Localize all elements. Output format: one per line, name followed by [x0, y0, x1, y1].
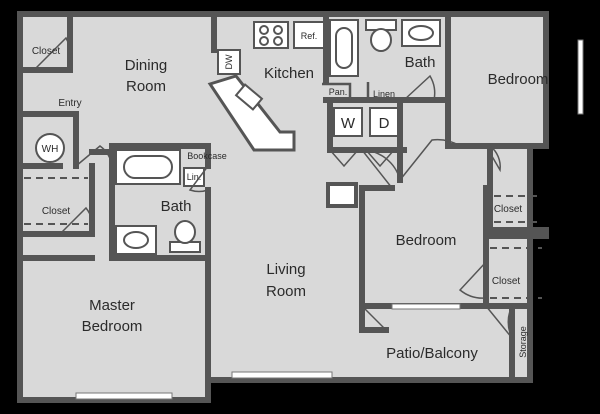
- door-swing: [485, 145, 501, 173]
- dryer-label: D: [379, 115, 390, 132]
- living-room-label: Living: [266, 261, 305, 278]
- door-swing: [485, 305, 513, 339]
- pantry-label: Pan.: [329, 87, 348, 97]
- burner: [259, 36, 269, 46]
- closet-left-label: Closet: [42, 206, 71, 217]
- door-swing: [365, 149, 395, 168]
- dining-room-label-2: Room: [126, 78, 166, 95]
- closet-right-mid-label: Closet: [492, 276, 521, 287]
- burner: [273, 36, 283, 46]
- lin-label: Lin.: [187, 172, 202, 182]
- door-swing: [458, 261, 487, 299]
- door-swing: [399, 138, 461, 181]
- bath-master-label: Bath: [161, 198, 192, 215]
- water-heater: [35, 133, 65, 163]
- dishwasher: [217, 49, 241, 75]
- dryer: [369, 107, 399, 137]
- master-bedroom-label-2: Bedroom: [82, 318, 143, 335]
- bedroom-mid-label: Bedroom: [396, 232, 457, 249]
- linen-label: Linen: [373, 89, 395, 99]
- bathtub-top-basin: [335, 27, 353, 69]
- column-block: [326, 182, 358, 208]
- wh-closet-wall: [17, 111, 79, 169]
- storage-label: Storage: [518, 326, 528, 358]
- bookcase-label: Bookcase: [187, 151, 227, 161]
- toilet-bowl: [370, 28, 392, 52]
- door-swing: [188, 165, 209, 193]
- window: [231, 371, 333, 379]
- kitchen-counter: [207, 74, 296, 152]
- outer-wall: [17, 11, 549, 403]
- window: [391, 303, 461, 310]
- window: [577, 39, 584, 115]
- bathtub-master-basin: [123, 155, 173, 179]
- toilet-master-bowl: [174, 220, 196, 244]
- sink-master: [123, 231, 149, 249]
- washer-label: W: [341, 115, 356, 132]
- door-swing: [59, 206, 94, 235]
- pantry-wall: [322, 82, 352, 100]
- bath-bookcase-wall: [109, 143, 211, 169]
- window: [75, 392, 173, 400]
- kitchen-label: Kitchen: [264, 65, 314, 82]
- door-swing: [360, 149, 401, 189]
- door-swing: [33, 36, 73, 71]
- bath-top-label: Bath: [405, 54, 436, 71]
- master-bedroom-label: Master: [89, 297, 135, 314]
- door-swing: [329, 149, 359, 168]
- dining-room-label: Dining: [125, 57, 168, 74]
- living-room-label-2: Room: [266, 283, 306, 300]
- entry-label: Entry: [58, 98, 81, 109]
- closet-entry-label: Closet: [32, 46, 61, 57]
- burner: [273, 25, 283, 35]
- kitchen-sink: [234, 83, 264, 111]
- dw-label: DW: [224, 54, 234, 69]
- burner: [259, 25, 269, 35]
- door-swing: [361, 305, 387, 331]
- bedroom-right-label: Bedroom: [488, 71, 549, 88]
- closet-right-top-label: Closet: [494, 204, 523, 215]
- sink-top: [408, 25, 434, 41]
- ref-label: Ref.: [301, 31, 318, 41]
- stove: [253, 21, 289, 49]
- washer: [333, 107, 363, 137]
- refrigerator: [293, 21, 325, 49]
- patio-label: Patio/Balcony: [386, 345, 478, 362]
- linen-master: [183, 167, 205, 187]
- closet-column-wall: [487, 143, 549, 233]
- door-swing: [403, 74, 436, 101]
- patio-wall: [359, 303, 389, 333]
- wh-label: WH: [42, 144, 59, 155]
- door-swing: [75, 145, 113, 167]
